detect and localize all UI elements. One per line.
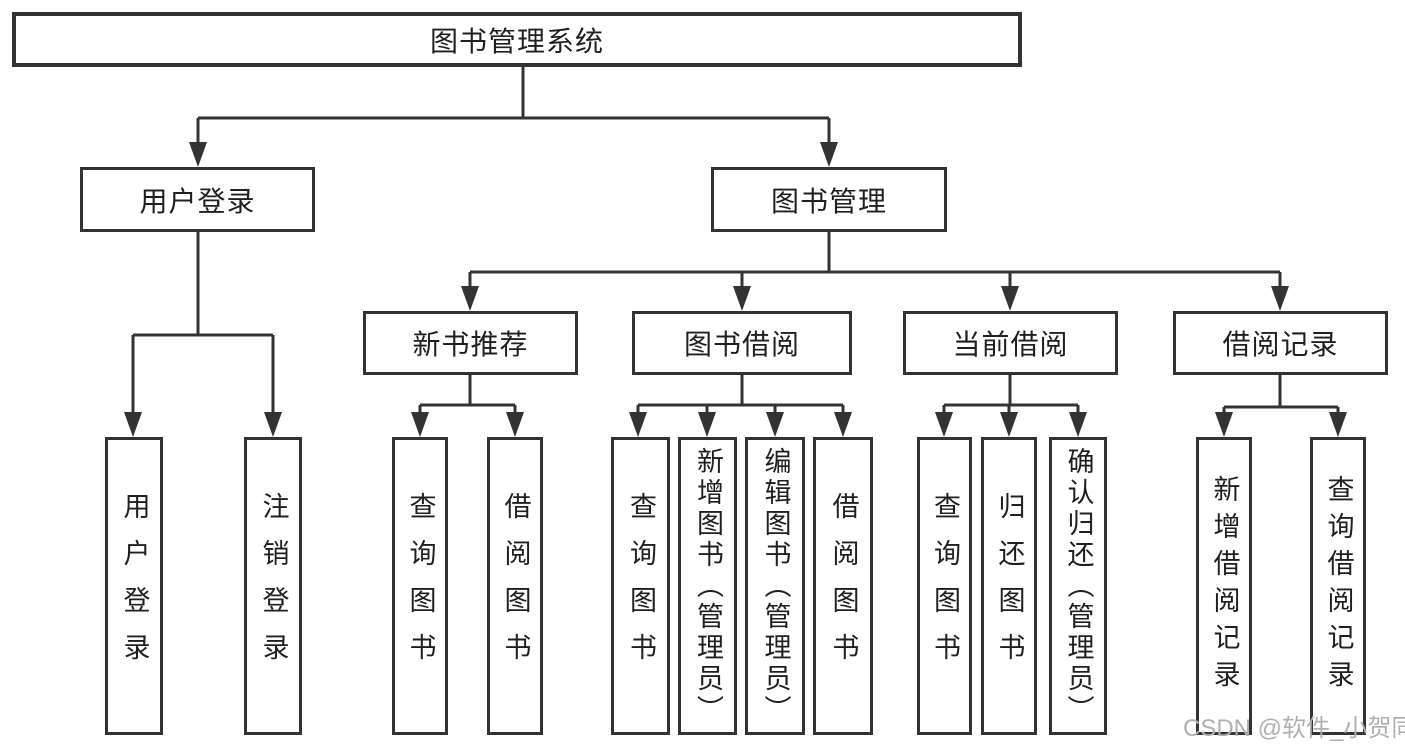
node-borrowing-records: 借阅记录: [1173, 311, 1388, 375]
leaf-query-books-current: 查询图书: [917, 437, 972, 735]
leaf-borrow-books: 借阅图书: [813, 437, 873, 735]
node-book-management: 图书管理: [711, 167, 947, 232]
leaf-label-borrow-books-recommend: 借阅图书: [500, 492, 531, 680]
node-label-root: 图书管理系统: [429, 25, 604, 57]
leaf-label-user-login: 用户登录: [119, 492, 150, 680]
leaf-logout: 注销登录: [244, 437, 302, 735]
leaf-label-borrow-books: 借阅图书: [828, 492, 859, 680]
node-user-login: 用户登录: [80, 167, 315, 232]
leaf-return-books: 归还图书: [981, 437, 1037, 735]
node-label-book-borrowing: 图书借阅: [683, 329, 800, 360]
leaf-label-confirm-return-admin: 确认归还（管理员）: [1063, 446, 1094, 726]
node-library-management-system: 图书管理系统: [12, 12, 1022, 67]
leaf-add-books-admin: 新增图书（管理员）: [678, 437, 737, 735]
leaf-label-query-borrow-record: 查询借阅记录: [1323, 475, 1354, 697]
leaf-label-return-books: 归还图书: [994, 492, 1025, 680]
leaf-user-login: 用户登录: [105, 437, 163, 735]
node-new-book-recommend: 新书推荐: [363, 311, 578, 375]
leaf-edit-books-admin: 编辑图书（管理员）: [745, 437, 805, 735]
leaf-query-borrow-record: 查询借阅记录: [1310, 437, 1366, 735]
leaf-label-query-books-current: 查询图书: [930, 492, 960, 680]
leaf-label-query-books-recommend: 查询图书: [405, 492, 436, 680]
leaf-borrow-books-recommend: 借阅图书: [487, 437, 543, 735]
leaf-confirm-return-admin: 确认归还（管理员）: [1049, 437, 1107, 735]
arrowheads: [124, 142, 1347, 437]
leaf-label-query-books-borrow: 查询图书: [626, 492, 656, 680]
leaf-query-books-borrow: 查询图书: [611, 437, 670, 735]
node-label-borrowing-records: 借阅记录: [1222, 329, 1339, 360]
node-label-book-management: 图书管理: [770, 185, 887, 217]
csdn-watermark: CSDN @软件_小贺同学: [1183, 715, 1405, 742]
leaf-label-edit-books-admin: 编辑图书（管理员）: [760, 446, 791, 726]
node-label-user-login: 用户登录: [139, 185, 256, 217]
leaf-query-books-recommend: 查询图书: [392, 437, 448, 735]
node-label-current-borrowing: 当前借阅: [952, 329, 1069, 360]
leaf-add-borrow-record: 新增借阅记录: [1196, 437, 1252, 735]
node-current-borrowing: 当前借阅: [903, 311, 1118, 375]
leaf-label-logout: 注销登录: [258, 492, 289, 680]
leaf-label-add-books-admin: 新增图书（管理员）: [693, 446, 723, 726]
node-label-new-book-recommend: 新书推荐: [412, 329, 529, 360]
node-book-borrowing: 图书借阅: [632, 311, 852, 375]
leaf-label-add-borrow-record: 新增借阅记录: [1209, 475, 1240, 697]
